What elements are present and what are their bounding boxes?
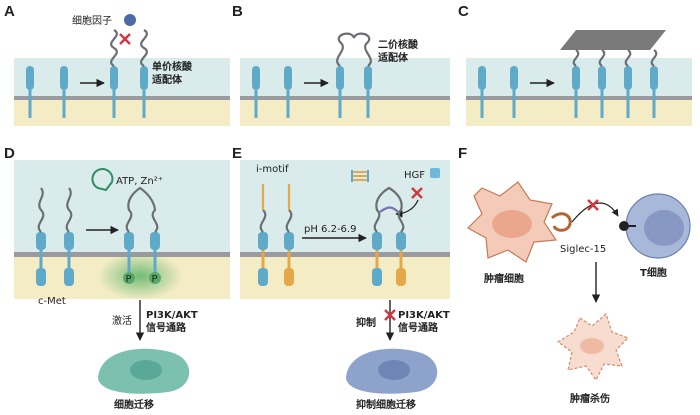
receptor-a2 [60, 66, 68, 118]
block-cross-icon [119, 33, 131, 45]
multivalent-aptamers [572, 49, 658, 118]
cytokine-label: 细胞因子 [72, 14, 112, 27]
pathway-label-d-1: PI3K/AKT [146, 310, 198, 321]
membrane-c [466, 96, 692, 100]
extracellular-b [240, 58, 450, 96]
imotif-label: i-motif [256, 164, 289, 175]
panel-label-e: E [232, 145, 242, 162]
cytoplasm-a [14, 100, 230, 126]
hgf-icon [430, 168, 440, 178]
panel-label-a: A [4, 3, 15, 20]
receptor-e2 [284, 184, 294, 286]
t-cell-label: T细胞 [640, 266, 667, 279]
pathway-label-e-2: 信号通路 [398, 321, 439, 334]
extracellular-d [14, 160, 230, 252]
cytokine-icon [124, 14, 136, 26]
ph-label: pH 6.2-6.9 [304, 224, 356, 235]
cytoplasm-e [240, 257, 450, 299]
activate-label: 激活 [112, 314, 132, 327]
interaction-arrow [571, 202, 619, 223]
interaction-cross-icon [587, 199, 599, 211]
tumor-cell-nucleus [492, 210, 532, 238]
tumor-cell-label: 肿瘤细胞 [484, 272, 524, 285]
outcome-label-e: 抑制细胞迁移 [356, 398, 416, 411]
panel-label-b: B [232, 3, 243, 20]
outcome-label-d: 细胞迁移 [114, 398, 154, 411]
cytoplasm-b [240, 100, 450, 126]
pathway-label-e-1: PI3K/AKT [398, 310, 450, 321]
inhibited-cell-nucleus [378, 360, 410, 380]
aptamer-receptor-a1 [110, 29, 118, 118]
receptor-b1 [252, 66, 260, 118]
panel-label-d: D [4, 145, 15, 162]
membrane-b [240, 96, 450, 100]
receptor-b2 [284, 66, 292, 118]
membrane-a [14, 96, 230, 100]
activation-glow [98, 252, 182, 300]
extracellular-a [14, 58, 230, 96]
siglec-receptor [550, 212, 572, 232]
membrane-e [240, 252, 450, 257]
migrating-cell-nucleus [130, 360, 162, 380]
panel-b: B 二价核酸 适配体 [232, 3, 450, 126]
inhibit-cross-icon [384, 309, 396, 321]
panel-d: D ATP, Zn²⁺ P P c-Met 激活 PI3K/AKT [4, 145, 230, 411]
panel-label-c: C [458, 3, 469, 20]
receptor-label-d: c-Met [38, 296, 66, 307]
panel-f: F Siglec-15 肿瘤细胞 T细胞 肿瘤杀伤 [458, 145, 691, 405]
receptor-d2 [64, 187, 74, 286]
aptamer-label-b-1: 二价核酸 [378, 38, 419, 51]
pathway-label-d-2: 信号通路 [146, 321, 187, 334]
bivalent-aptamer-receptors [336, 32, 372, 118]
phospho-label-1: P [126, 274, 132, 285]
aptamer-label-a-1: 单价核酸 [152, 60, 193, 73]
atp-zn-icon [91, 168, 114, 192]
panel-c: C [458, 3, 692, 126]
t-cell-receptor-icon [619, 221, 629, 231]
folded-imotif-receptors [372, 186, 406, 286]
phospho-icon-1 [123, 272, 135, 284]
panel-a: A 细胞因子 单价核酸 适配体 [4, 3, 230, 126]
hgf-label: HGF [404, 170, 425, 181]
phospho-label-2: P [152, 274, 158, 285]
killed-tumor-cell-nucleus [580, 338, 604, 354]
receptor-c1 [478, 66, 486, 118]
hgf-block-cross-icon [411, 187, 423, 199]
t-cell-nucleus [644, 210, 684, 246]
receptor-e1 [258, 184, 268, 286]
imotif-icon [351, 170, 369, 182]
siglec-label: Siglec-15 [560, 244, 606, 255]
receptor-a1 [26, 66, 34, 118]
dimerized-receptors-d [124, 186, 160, 282]
cytoplasm-c [466, 100, 692, 126]
panel-label-f: F [458, 145, 467, 162]
ligand-label: ATP, Zn²⁺ [116, 176, 163, 187]
aptamer-label-a-2: 适配体 [152, 73, 183, 86]
multivalent-scaffold [560, 30, 666, 50]
receptor-c2 [510, 66, 518, 118]
receptor-d1 [36, 187, 46, 286]
outcome-label-f: 肿瘤杀伤 [570, 392, 610, 405]
phospho-icon-2 [149, 272, 161, 284]
inhibit-label: 抑制 [356, 316, 376, 329]
aptamer-label-b-2: 适配体 [378, 51, 409, 64]
aptamer-receptor-a2 [140, 29, 148, 118]
panel-e: E i-motif HGF pH 6.2-6.9 [232, 145, 450, 411]
